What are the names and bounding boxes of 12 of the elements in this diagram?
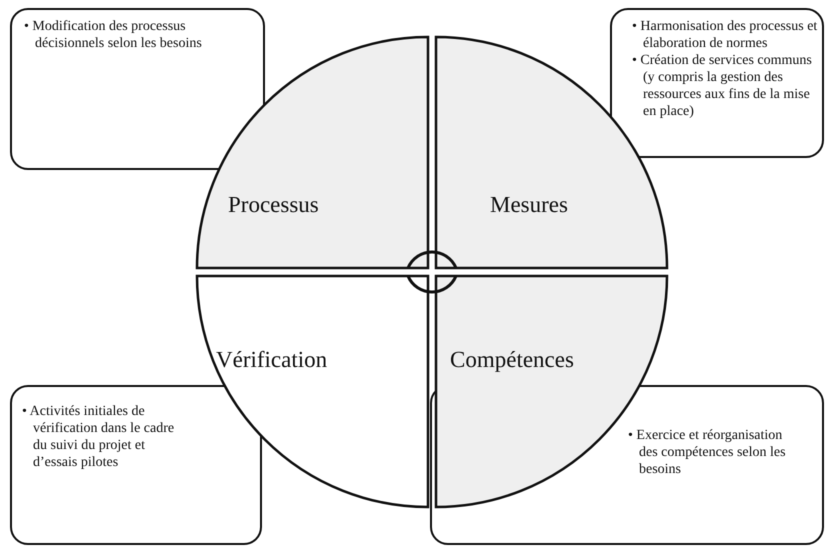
text-box [610, 8, 824, 158]
text-box [10, 8, 265, 170]
bullet-text: • Activités initiales de vérification dans le cadre du suivi du projet et d’essais pilotes [22, 403, 176, 471]
bullet-text: • Exercice et réorganisation des compétences selon les besoins [628, 427, 787, 478]
bullet-text: • Création de services communs (y compris la gestion des ressources aux fins de la mise en place) [632, 52, 813, 120]
quadrant-label: Mesures [490, 192, 568, 218]
bullet-text: • Modification des processus décisionnels selon les besoins [24, 18, 203, 52]
quadrant-label: Vérification [216, 347, 328, 373]
quadrant-label: Compétences [450, 347, 574, 373]
text-box [10, 385, 262, 545]
bullet-text: • Harmonisation des processus et élaboration de normes [632, 18, 818, 52]
quadrant-label: Processus [228, 192, 319, 218]
